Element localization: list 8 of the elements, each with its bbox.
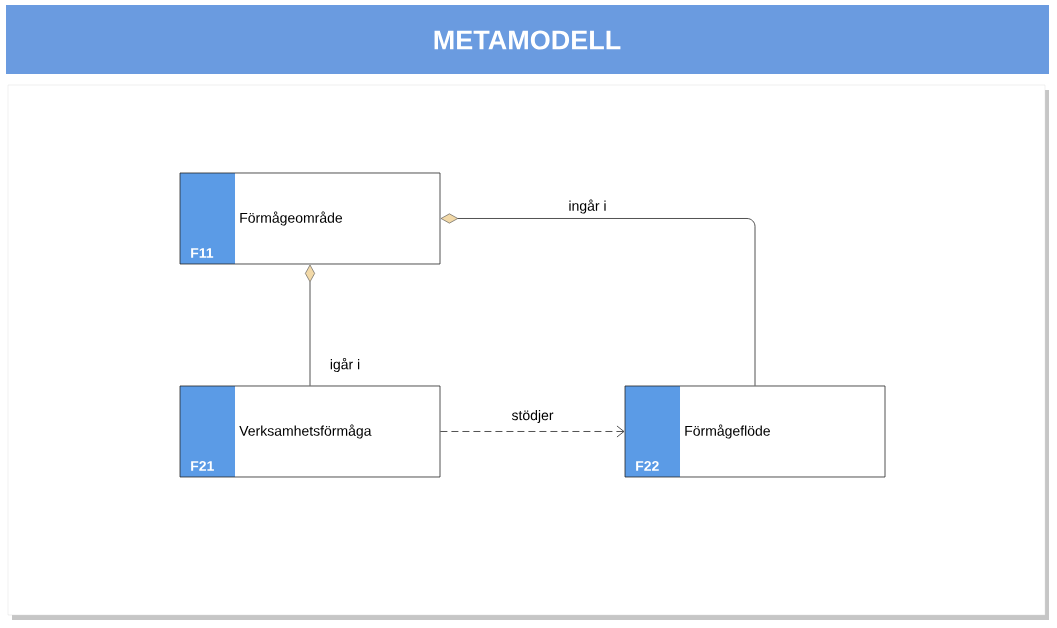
connector [440, 425, 625, 438]
title-banner: METAMODELL [6, 5, 1049, 74]
connector [305, 264, 315, 386]
class-box: Förmågeflöde F22 [624, 385, 886, 478]
connector [440, 213, 756, 386]
class-box: Förmågeområde F11 [179, 172, 441, 265]
class-box: Verksamhetsförmåga F21 [179, 385, 441, 478]
edge-label: ingår i [567, 198, 608, 215]
